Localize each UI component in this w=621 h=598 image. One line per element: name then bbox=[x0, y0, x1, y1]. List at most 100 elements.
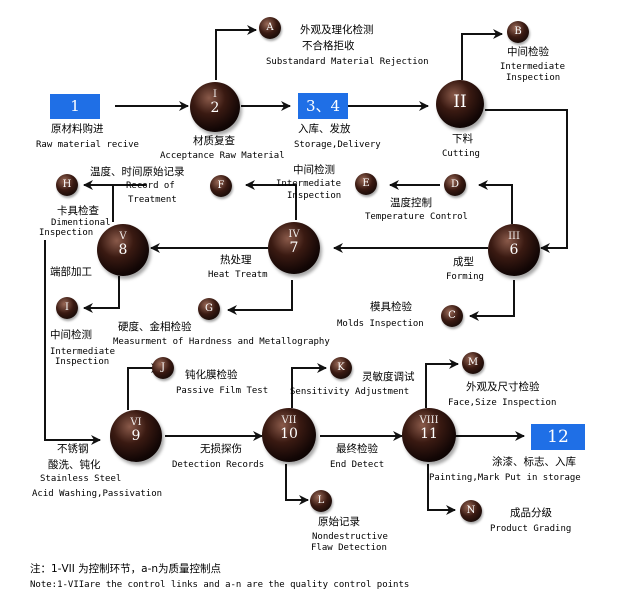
check-N-en: Product Grading bbox=[490, 524, 572, 534]
node-II-ball: II bbox=[436, 80, 484, 128]
check-M-ball: M bbox=[462, 352, 484, 374]
check-H-ball: H bbox=[56, 174, 78, 196]
check-H-en1: Dimentional bbox=[51, 218, 111, 228]
check-I-ball: I bbox=[56, 297, 78, 319]
check-B-cn: 中间检验 bbox=[507, 46, 549, 58]
check-C-ball: C bbox=[441, 305, 463, 327]
arrow-V-to-I bbox=[83, 276, 120, 313]
node-12-square: 12 bbox=[531, 424, 585, 450]
check-D-cn: 温度控制 bbox=[390, 197, 432, 209]
check-L-en1: Nondestructive bbox=[312, 532, 388, 542]
check-E-en2: Inspection bbox=[287, 191, 342, 201]
check-E-cn: 中间检测 bbox=[293, 164, 335, 176]
node-VI-en1: Stainless Steel bbox=[40, 474, 122, 484]
node-VII-cn: 无损探伤 bbox=[200, 443, 242, 455]
node-II-en: Cutting bbox=[442, 149, 480, 159]
check-C-en: Molds Inspection bbox=[337, 319, 424, 329]
node-1-cn: 原材料购进 bbox=[51, 123, 104, 135]
check-B-en2: Inspection bbox=[506, 73, 561, 83]
check-A-ball: A bbox=[259, 17, 281, 39]
node-1-en: Raw material recive bbox=[36, 140, 139, 150]
check-G-cn: 硬度、金相检验 bbox=[118, 321, 192, 333]
arrow-V-to-H bbox=[83, 180, 114, 222]
check-A-cn2: 不合格拒收 bbox=[302, 40, 355, 52]
check-J-ball: J bbox=[152, 357, 174, 379]
check-A-cn: 外观及理化检测 bbox=[300, 24, 374, 36]
node-VII-en: Detection Records bbox=[172, 460, 265, 470]
arrow-VIII-to-M bbox=[425, 359, 459, 408]
check-J-en: Passive Film Test bbox=[176, 386, 269, 396]
node-VI-cn2: 酸洗、钝化 bbox=[48, 459, 101, 471]
node-III-en: Forming bbox=[446, 272, 484, 282]
check-K-cn: 灵敏度调试 bbox=[362, 371, 415, 383]
arrow-II-to-III bbox=[485, 109, 568, 253]
check-N-ball: N bbox=[460, 500, 482, 522]
node-II-cn: 下料 bbox=[452, 133, 473, 145]
check-D-ball: D bbox=[444, 174, 466, 196]
check-B-en1: Intermediate bbox=[500, 62, 566, 72]
check-F-en1: Record of bbox=[126, 181, 175, 191]
check-G-ball: G bbox=[198, 298, 220, 320]
node-12-cn: 涂漆、标志、入库 bbox=[492, 456, 576, 468]
check-E-ball: E bbox=[355, 173, 377, 195]
check-C-cn: 模具检验 bbox=[370, 301, 412, 313]
node-III-cn: 成型 bbox=[453, 256, 474, 268]
node-12-en: Painting,Mark Put in storage bbox=[429, 473, 581, 483]
arrow-IV-to-F bbox=[245, 180, 297, 220]
check-E-en1: Intermediate bbox=[276, 179, 342, 189]
check-L-en2: Flaw Detection bbox=[311, 543, 387, 553]
note-en: Note:1-VIIare the control links and a-n … bbox=[30, 580, 410, 590]
note-cn: 注：1-VII 为控制环节，a-n为质量控制点 bbox=[30, 563, 222, 575]
node-34-square: 3、4 bbox=[298, 93, 348, 119]
check-F-cn: 温度、时间原始记录 bbox=[90, 166, 185, 178]
check-L-cn: 原始记录 bbox=[318, 516, 360, 528]
node-34-en: Storage,Delivery bbox=[294, 140, 381, 150]
node-VIII-cn: 最终检验 bbox=[336, 443, 378, 455]
node-1-square: 1 bbox=[50, 94, 100, 119]
arrow-II-to-B bbox=[461, 29, 503, 80]
check-A-en: Substandard Material Rejection bbox=[266, 57, 429, 67]
check-N-cn: 成品分级 bbox=[510, 507, 552, 519]
check-I-cn: 中间检测 bbox=[50, 329, 92, 341]
node-IV-cn: 热处理 bbox=[220, 254, 252, 266]
node-I-cn: 材质复查 bbox=[193, 135, 235, 147]
check-M-en: Face,Size Inspection bbox=[448, 398, 557, 408]
check-H-en2: Inspection bbox=[39, 228, 94, 238]
check-K-ball: K bbox=[330, 357, 352, 379]
check-D-en: Temperature Control bbox=[365, 212, 468, 222]
node-VI-en2: Acid Washing,Passivation bbox=[32, 489, 163, 499]
check-M-cn: 外观及尺寸检验 bbox=[466, 381, 540, 393]
node-34-cn: 入库、发放 bbox=[298, 123, 351, 135]
check-J-cn: 钝化膜检验 bbox=[185, 369, 238, 381]
check-I-en2: Inspection bbox=[55, 357, 110, 367]
arrow-VI-to-J bbox=[127, 363, 161, 410]
node-VI-cn1: 不锈钢 bbox=[57, 443, 89, 455]
node-I-en: Acceptance Raw Material bbox=[160, 151, 285, 161]
check-H-cn: 卡具检查 bbox=[57, 205, 99, 217]
arrow-2-to-A bbox=[215, 25, 257, 80]
arrow-VII-to-K bbox=[291, 363, 327, 408]
node-V-cn: 端部加工 bbox=[50, 266, 92, 278]
node-IV-en: Heat Treatm bbox=[208, 270, 268, 280]
check-L-ball: L bbox=[310, 490, 332, 512]
check-K-en: Sensitivity Adjustment bbox=[290, 387, 410, 397]
check-G-en: Measurment of Hardness and Metallography bbox=[113, 337, 330, 347]
arrow-VII-to-L bbox=[285, 464, 309, 505]
arrow-IV-to-G bbox=[227, 280, 293, 315]
arrow-III-to-D bbox=[478, 180, 513, 224]
check-I-en1: Intermediate bbox=[50, 347, 116, 357]
check-B-ball: B bbox=[507, 21, 529, 43]
arrow-V-down-to-VI bbox=[44, 240, 101, 445]
check-F-en2: Treatment bbox=[128, 195, 177, 205]
arrow-VIII-to-N bbox=[427, 464, 456, 515]
node-VIII-en: End Detect bbox=[330, 460, 385, 470]
check-F-ball: F bbox=[210, 175, 232, 197]
